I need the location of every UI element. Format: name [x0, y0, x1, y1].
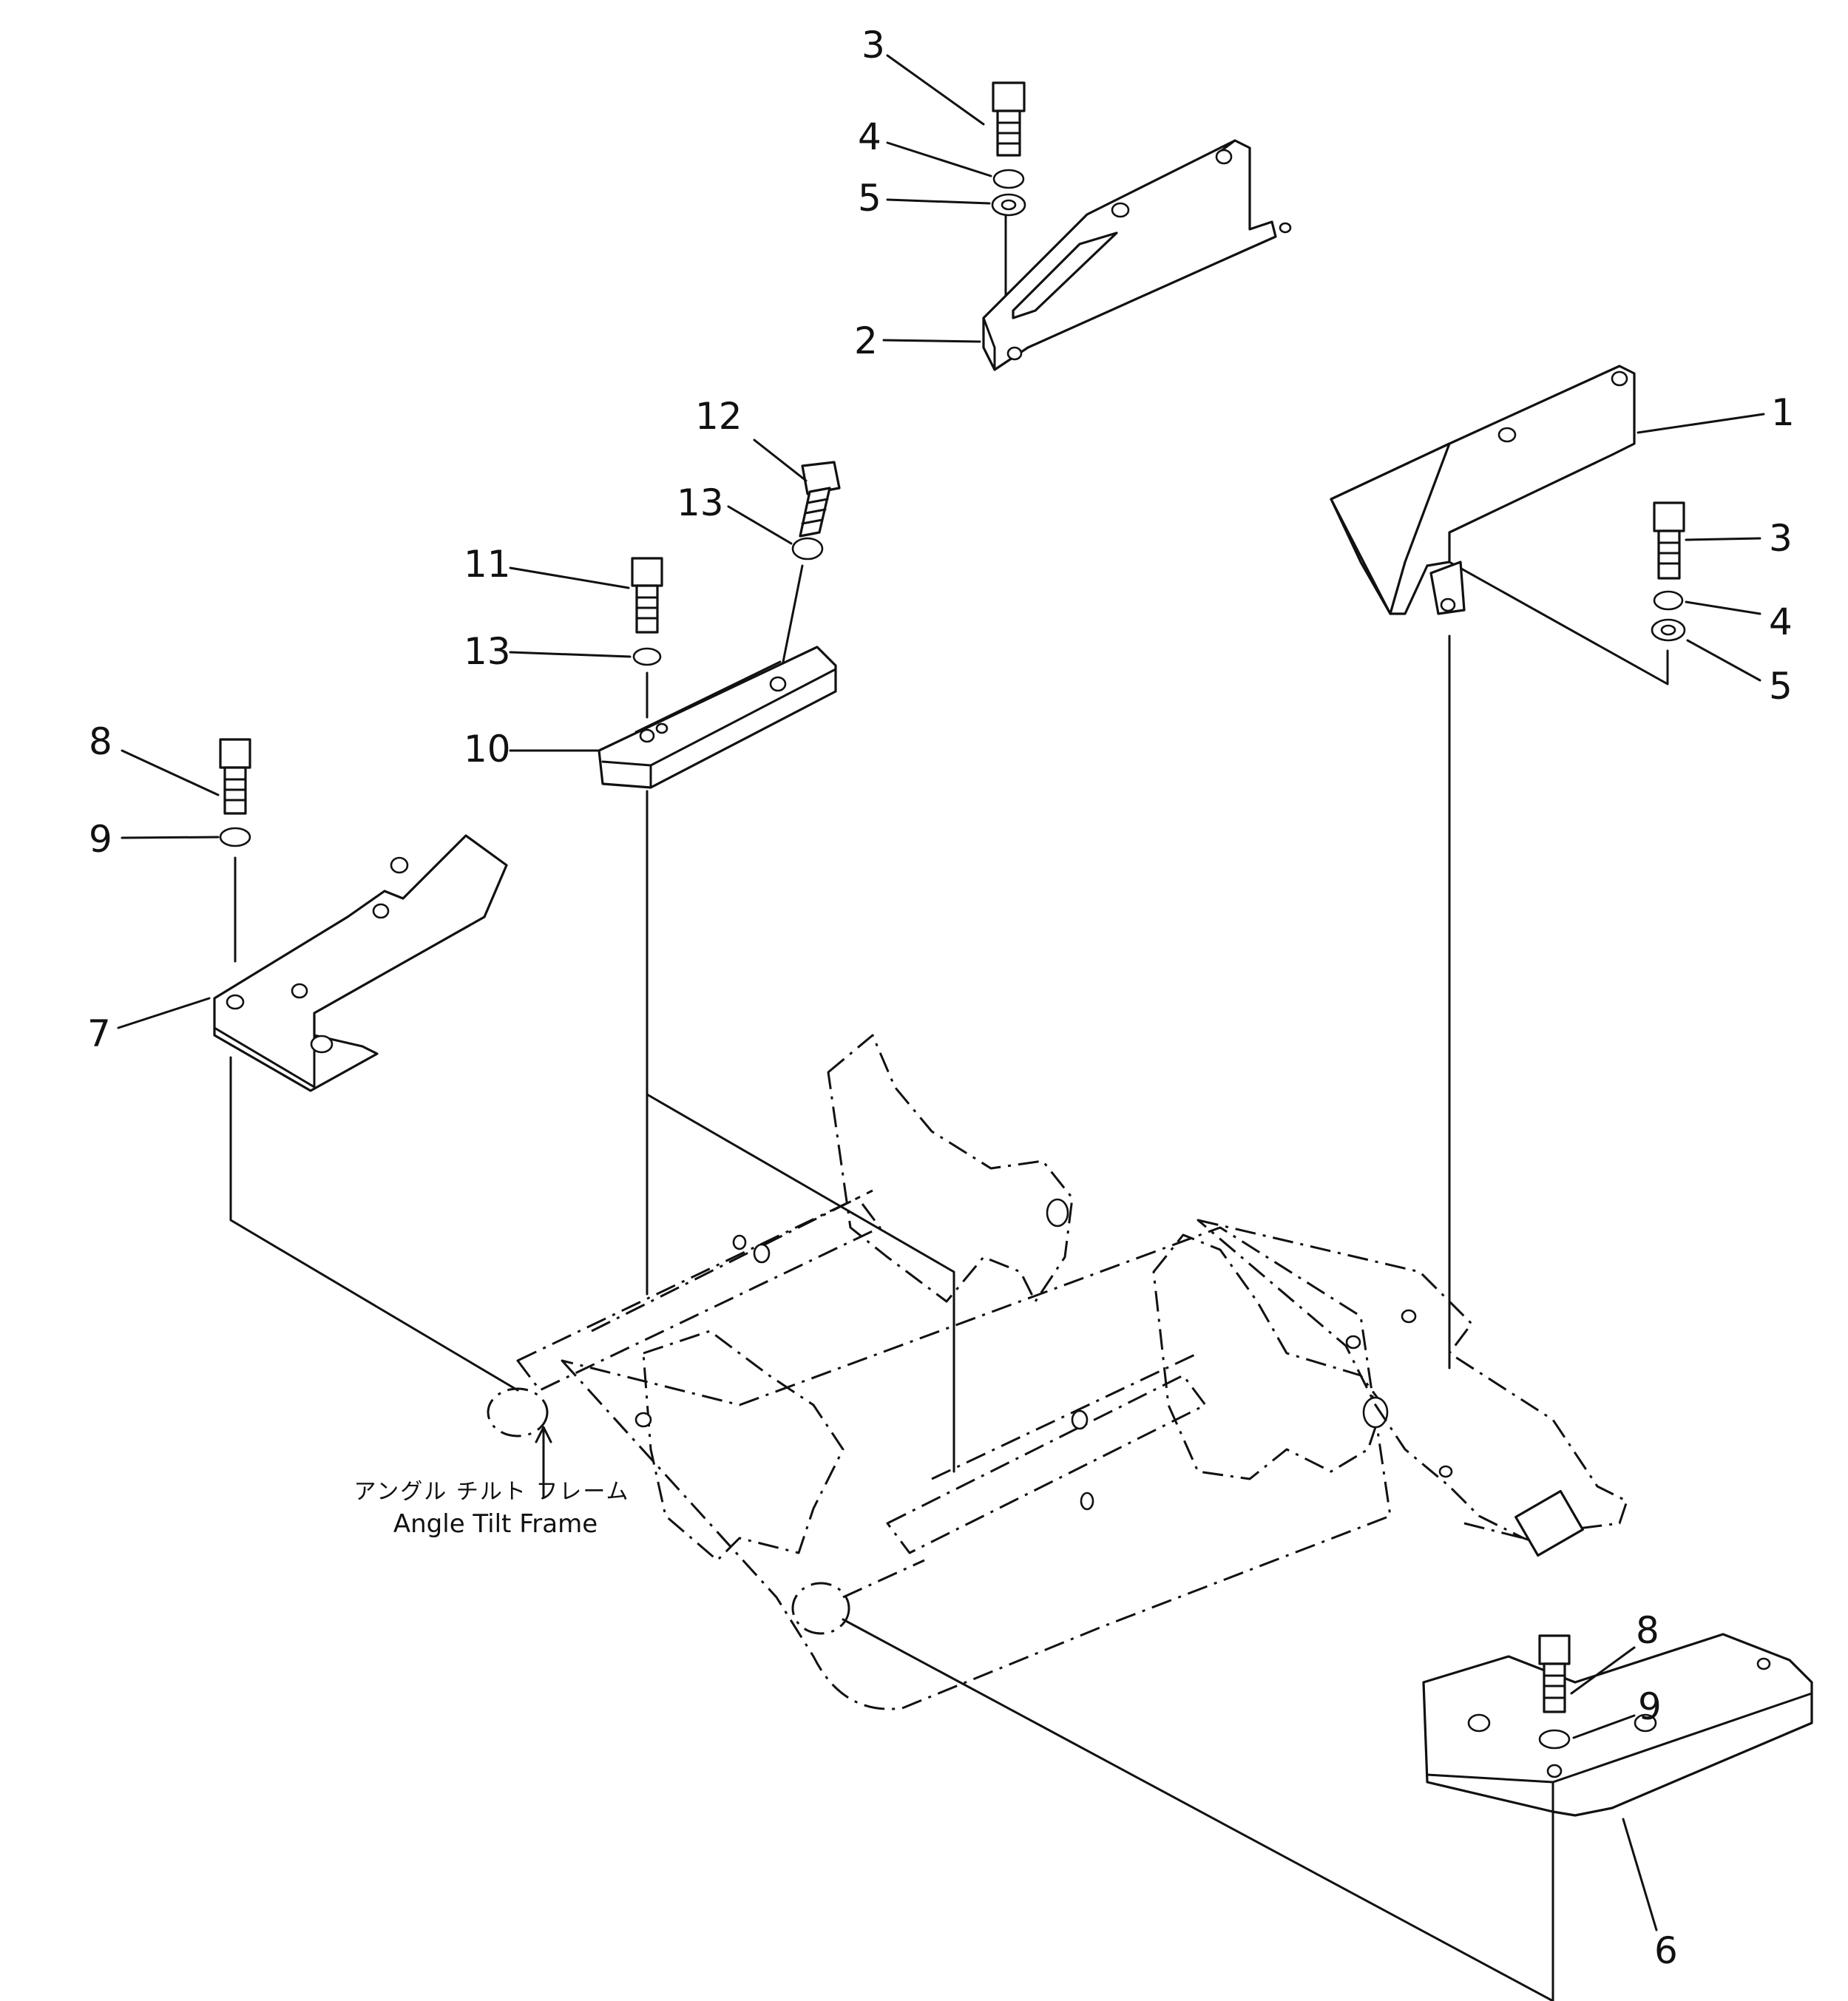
callout-12: 12	[695, 395, 742, 438]
callout-6: 6	[1654, 1929, 1678, 1972]
callout-9-right: 9	[1638, 1685, 1662, 1728]
spring-washer-4-right	[1653, 590, 1684, 611]
part-2-cover	[982, 139, 1292, 371]
bolt-8-left	[219, 738, 251, 815]
callout-3-upper: 3	[862, 24, 885, 67]
callout-4-upper: 4	[858, 115, 881, 158]
callout-4-right: 4	[1769, 600, 1793, 643]
bolt-3-right	[1653, 501, 1685, 580]
callout-11: 11	[464, 543, 511, 586]
callout-13-upper: 13	[677, 481, 724, 524]
frame-caption-english: Angle Tilt Frame	[393, 1509, 598, 1539]
callout-10: 10	[464, 728, 511, 771]
bolt-3-upper	[992, 81, 1026, 157]
caption-arrow	[535, 1426, 552, 1499]
washer-5-right	[1651, 618, 1686, 642]
leader-lines	[117, 54, 1765, 1931]
callout-9-left: 9	[89, 818, 112, 861]
callout-5-upper: 5	[858, 177, 881, 220]
part-10-plate	[598, 646, 837, 789]
spring-washer-4-upper	[992, 169, 1025, 189]
spring-washer-9-left	[219, 827, 251, 847]
bolt-12	[799, 461, 841, 538]
frame-caption: アングル チルト フレーム Angle Tilt Frame	[354, 1479, 630, 1539]
callout-3-right: 3	[1769, 517, 1793, 560]
angle-tilt-frame	[487, 1034, 1628, 1710]
frame-caption-japanese: アングル チルト フレーム	[354, 1479, 630, 1505]
spring-washer-13-upper	[791, 537, 824, 561]
callout-5-right: 5	[1769, 665, 1793, 708]
callout-8-left: 8	[89, 720, 112, 763]
part-1-cover	[1330, 365, 1636, 615]
bolt-11	[631, 557, 663, 634]
washer-5-upper	[991, 193, 1026, 217]
assembly-lines	[229, 214, 1669, 2001]
spring-washer-13-lower	[632, 647, 662, 666]
callouts: 3 4 5 2 1 3 4 5 12 13 11 13 10 8 9 7 8 9…	[87, 24, 1795, 1972]
part-6-cover	[1422, 1633, 1813, 1817]
callout-1: 1	[1771, 391, 1795, 434]
callout-8-right: 8	[1636, 1609, 1659, 1652]
callout-7: 7	[87, 1012, 111, 1055]
callout-2: 2	[854, 319, 878, 362]
bolt-8-right	[1538, 1634, 1571, 1713]
part-7-cover	[213, 834, 508, 1092]
callout-13-lower: 13	[464, 630, 511, 673]
spring-washer-9-right	[1538, 1729, 1571, 1750]
